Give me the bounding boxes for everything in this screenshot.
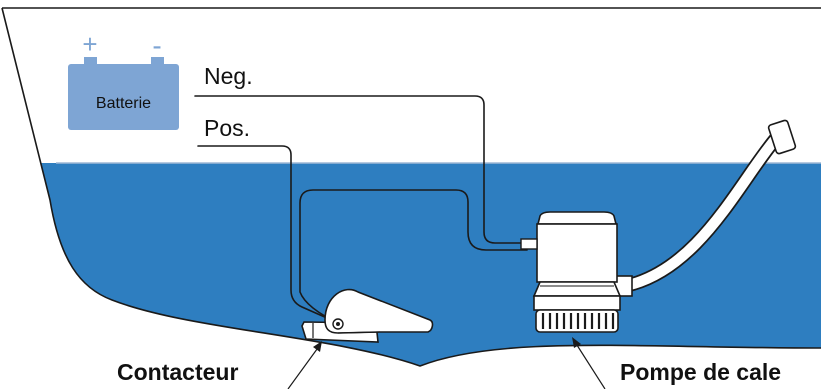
battery-positive-terminal [84, 57, 97, 66]
switch-callout-arrow [287, 341, 322, 389]
battery-body [68, 64, 179, 130]
water-region [2, 163, 821, 366]
battery-icon: Batterie + - [68, 29, 179, 130]
pos-wire-label: Pos. [204, 115, 250, 141]
neg-wire-label: Neg. [204, 63, 253, 89]
through-hull-fitting [767, 119, 797, 155]
hose-icon [618, 119, 797, 293]
float-switch-icon [301, 288, 434, 343]
battery-plus-symbol: + [82, 29, 97, 59]
pump-callout-arrow [572, 337, 606, 389]
battery-negative-terminal [151, 57, 164, 66]
battery-minus-symbol: - [152, 30, 161, 61]
switch-label: Contacteur [117, 359, 238, 385]
pump-label: Pompe de cale [620, 359, 781, 385]
negative-wire [194, 95, 528, 244]
bilge-pump-icon [520, 211, 633, 333]
battery-label: Batterie [96, 95, 151, 112]
positive-wire [197, 145, 337, 323]
hull-outline [1, 7, 821, 367]
switch-to-pump-wire [299, 189, 528, 325]
